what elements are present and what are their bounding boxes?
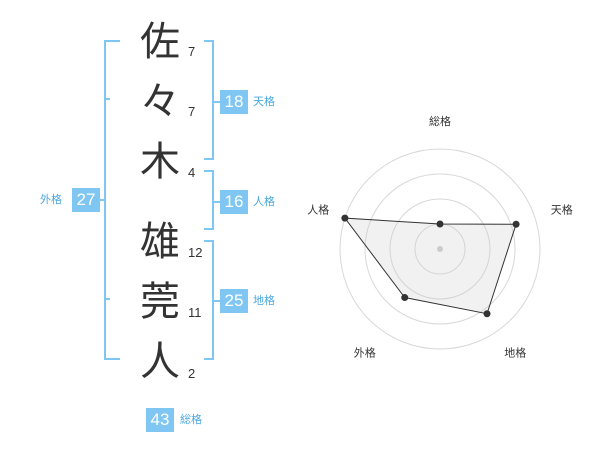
tenkaku-bracket-top xyxy=(204,40,214,42)
gaikaku-bracket-stub xyxy=(98,199,104,201)
chikaku-value-badge: 25 xyxy=(220,289,248,313)
gaikaku-value-badge: 27 xyxy=(72,188,100,212)
stroke-count-2: 7 xyxy=(188,104,196,119)
radar-polygon xyxy=(343,217,517,315)
name-char-4: 雄 xyxy=(140,219,180,265)
radar-ring xyxy=(389,198,491,300)
radar-ring xyxy=(339,148,541,350)
jinkaku-value-badge: 16 xyxy=(220,190,248,214)
name-char-2: 々 xyxy=(140,79,180,125)
gaikaku-bracket-bottom xyxy=(104,358,120,360)
gaikaku-bracket-line xyxy=(104,40,106,360)
stroke-count-4: 12 xyxy=(188,245,203,260)
radar-point-1 xyxy=(436,220,444,228)
name-char-3: 木 xyxy=(140,139,180,185)
gaikaku-bracket-tick-1 xyxy=(104,98,110,100)
radar-center-dot xyxy=(437,246,443,252)
tenkaku-value-badge: 18 xyxy=(220,90,248,114)
tenkaku-label: 天格 xyxy=(253,95,275,108)
soukaku-value-badge: 43 xyxy=(146,408,174,432)
tenkaku-bracket-line xyxy=(212,40,214,160)
stroke-count-1: 7 xyxy=(188,44,196,59)
radar-point-3 xyxy=(483,310,491,318)
gaikaku-bracket-tick-2 xyxy=(104,298,110,300)
radar-axis-label-3: 地格 xyxy=(504,346,526,360)
name-char-6: 人 xyxy=(140,339,180,385)
radar-point-2 xyxy=(512,220,520,228)
radar-axis-label-5: 人格 xyxy=(307,202,329,216)
radar-axis-label-2: 天格 xyxy=(551,202,573,216)
chikaku-bracket-top xyxy=(204,240,214,242)
gaikaku-label: 外格 xyxy=(40,193,62,206)
radar-ring xyxy=(364,173,516,325)
tenkaku-bracket-stub xyxy=(212,101,220,103)
jinkaku-bracket-bottom xyxy=(204,228,214,230)
chikaku-bracket-stub xyxy=(212,300,220,302)
jinkaku-bracket-line xyxy=(212,170,214,230)
soukaku-label: 総格 xyxy=(180,413,202,426)
jinkaku-bracket-top xyxy=(204,170,214,172)
radar-axis-label-1: 総格 xyxy=(429,114,451,128)
name-char-5: 莞 xyxy=(140,279,180,325)
stroke-count-6: 2 xyxy=(188,366,196,381)
jinkaku-bracket-stub xyxy=(212,201,220,203)
name-char-1: 佐 xyxy=(140,19,180,65)
radar-axis-label-4: 外格 xyxy=(354,346,376,360)
gaikaku-bracket-top xyxy=(104,40,120,42)
radar-point-5 xyxy=(341,214,349,222)
chikaku-bracket-bottom xyxy=(204,358,214,360)
chikaku-label: 地格 xyxy=(253,294,275,307)
stroke-count-5: 11 xyxy=(188,305,202,320)
radar-point-4 xyxy=(401,294,409,302)
tenkaku-bracket-bottom xyxy=(204,158,214,160)
jinkaku-label: 人格 xyxy=(253,195,275,208)
stroke-count-3: 4 xyxy=(188,165,196,180)
